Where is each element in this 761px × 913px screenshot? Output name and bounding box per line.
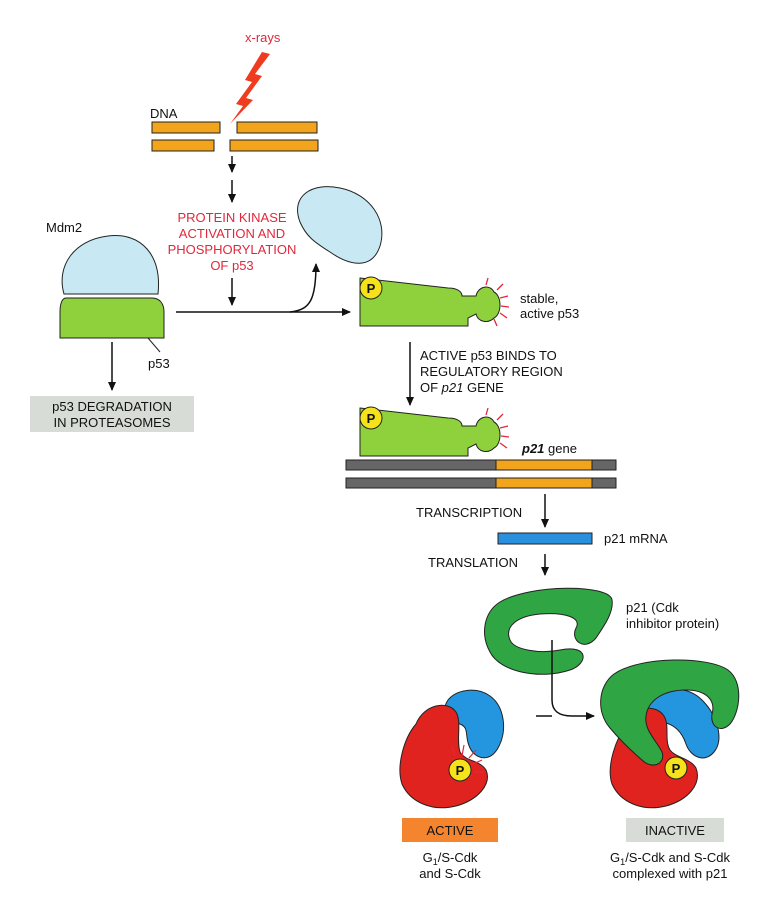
phospho-icon xyxy=(359,276,383,300)
active-status-label: ACTIVE xyxy=(427,823,474,838)
phospho-icon xyxy=(664,756,688,780)
svg-text:PHOSPHORYLATION: PHOSPHORYLATION xyxy=(168,242,297,257)
svg-text:OF p53: OF p53 xyxy=(210,258,253,273)
inactive-caption-1: G1/S-Cdk and S-Cdk xyxy=(610,850,730,867)
stable-label-1: stable, xyxy=(520,291,558,306)
mdm2-released xyxy=(297,186,383,264)
svg-text:p53 DEGRADATION: p53 DEGRADATION xyxy=(52,399,172,414)
translation-label: TRANSLATION xyxy=(428,555,518,570)
transcription-label: TRANSCRIPTION xyxy=(416,505,522,520)
stable-label-2: active p53 xyxy=(520,306,579,321)
inactive-cdk-complex: P xyxy=(600,659,740,809)
active-caption-2: and S-Cdk xyxy=(419,866,481,881)
p21-protein-label-2: inhibitor protein) xyxy=(626,616,719,631)
svg-text:IN PROTEASOMES: IN PROTEASOMES xyxy=(53,415,170,430)
arrow-p21-binds-cdk xyxy=(551,640,595,720)
svg-text:P: P xyxy=(456,763,465,778)
inactive-status-box xyxy=(626,818,724,842)
p21-gene-dna xyxy=(345,459,617,489)
p21-mrna xyxy=(497,532,593,545)
p53-on-gene: P xyxy=(359,406,510,457)
active-site-rays-icon xyxy=(485,407,510,449)
p21-inactive-bound xyxy=(600,659,740,766)
svg-text:ACTIVATION AND: ACTIVATION AND xyxy=(179,226,285,241)
p53-label: p53 xyxy=(148,356,170,371)
active-status-box xyxy=(402,818,498,842)
binds-label-2: REGULATORY REGION xyxy=(420,364,563,379)
degradation-box xyxy=(30,396,194,432)
svg-text:P: P xyxy=(672,761,681,776)
broken-dna xyxy=(151,121,319,152)
active-site-rays-icon xyxy=(451,744,484,773)
arrow-mdm2-release xyxy=(289,263,320,313)
svg-text:P: P xyxy=(367,281,376,296)
cdk-active xyxy=(399,704,488,809)
phospho-icon xyxy=(359,406,383,430)
binds-label-1: ACTIVE p53 BINDS TO xyxy=(420,348,557,363)
phospho-icon xyxy=(448,758,472,782)
mdm2-protein xyxy=(61,235,160,295)
p21-mrna-label: p21 mRNA xyxy=(604,531,668,546)
active-caption-1: G1/S-Cdk xyxy=(423,850,478,867)
p21-protein xyxy=(484,587,613,675)
p53-label-leader xyxy=(147,337,161,353)
binds-label-3: OF p21 GENE xyxy=(420,380,504,395)
dna-label: DNA xyxy=(150,106,178,121)
p21-protein-label-1: p21 (Cdk xyxy=(626,600,679,615)
kinase-activation-text: PROTEIN KINASE ACTIVATION AND PHOSPHORYL… xyxy=(168,210,297,273)
xray-label: x-rays xyxy=(245,30,281,45)
active-site-rays-icon xyxy=(485,277,510,327)
svg-text:P: P xyxy=(367,411,376,426)
p53-protein-bound xyxy=(59,297,165,339)
svg-text:PROTEIN KINASE: PROTEIN KINASE xyxy=(177,210,286,225)
inactive-status-label: INACTIVE xyxy=(645,823,705,838)
inactive-caption-2: complexed with p21 xyxy=(613,866,728,881)
active-p53: P xyxy=(359,276,510,327)
degradation-text: p53 DEGRADATION IN PROTEASOMES xyxy=(52,399,172,430)
active-cdk-complex: P xyxy=(399,689,505,809)
p21-gene-label: p21 gene xyxy=(521,441,577,456)
mdm2-label: Mdm2 xyxy=(46,220,82,235)
xray-bolt-icon xyxy=(230,52,270,124)
